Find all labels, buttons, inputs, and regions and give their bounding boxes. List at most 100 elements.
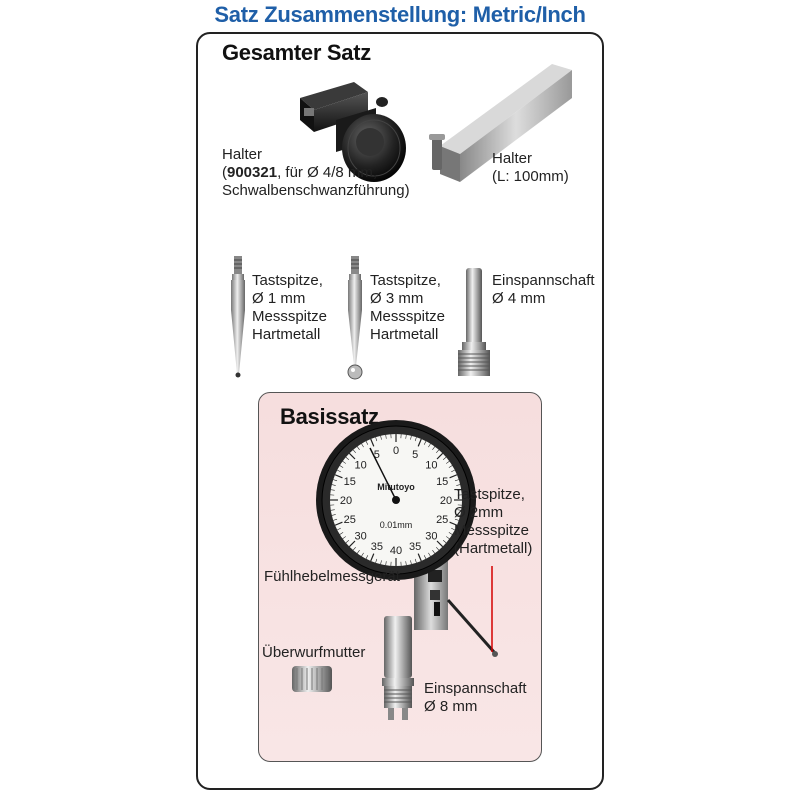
dial-tick xyxy=(417,438,422,447)
dial-tick xyxy=(436,452,444,460)
dial-number: 20 xyxy=(340,495,352,507)
dial-tick xyxy=(414,437,417,442)
dial-tick xyxy=(333,479,338,482)
dial-tick xyxy=(356,446,360,451)
dial-tick xyxy=(423,555,427,559)
dial-tick xyxy=(428,443,431,448)
shank-8mm-image xyxy=(382,616,414,720)
holder-bar-line2: (L: 100mm) xyxy=(492,168,569,185)
dial-tick xyxy=(451,527,455,531)
holder-clamp-line3: Schwalbenschwanzführung) xyxy=(222,182,410,199)
dial-number: 25 xyxy=(344,514,356,526)
dial-tick xyxy=(380,560,382,565)
dial-tick xyxy=(385,434,387,439)
dial-tick xyxy=(451,469,455,473)
dial-tick xyxy=(352,546,356,551)
holder-clamp-line2: (900321, für Ø 4/8 mm, xyxy=(222,164,410,182)
dial-hub xyxy=(392,496,400,504)
dial-ticks xyxy=(330,434,462,566)
tip-1mm-label: Tastspitze, Ø 1 mm Messspitze Hartmetall xyxy=(252,272,327,344)
dial-tick xyxy=(361,552,364,557)
dial-tick xyxy=(380,435,382,440)
tip-3mm-line2: Ø 3 mm xyxy=(370,290,424,307)
dial-tick xyxy=(448,465,453,468)
dial-number: 5 xyxy=(412,449,418,461)
dial-tick xyxy=(348,452,356,460)
dial-tick xyxy=(330,489,335,491)
dial-tick xyxy=(410,435,412,440)
dial-tick xyxy=(334,474,343,479)
dial-tick xyxy=(375,437,378,442)
shank-4mm-image xyxy=(458,268,490,376)
dial-tick xyxy=(457,509,462,511)
holder-clamp-line1: Halter xyxy=(222,146,263,163)
full-set-title: Gesamter Satz xyxy=(222,40,371,65)
holder-bar-image xyxy=(429,64,572,182)
holder-clamp-label: Halter (900321, für Ø 4/8 mm, Schwalbens… xyxy=(222,146,410,200)
dial-tick xyxy=(331,514,336,516)
holder-clamp-code: 900321 xyxy=(227,164,278,181)
dial-tick xyxy=(385,561,387,566)
tip-1mm-line4: Hartmetall xyxy=(252,326,321,343)
dial-tick xyxy=(449,474,458,479)
dial-number: 30 xyxy=(355,530,367,542)
dial-tick xyxy=(375,558,378,563)
dial-tick xyxy=(456,514,461,516)
dial-tick xyxy=(405,561,407,566)
dial-number: 25 xyxy=(436,514,448,526)
holder-bar-label: Halter (L: 100mm) xyxy=(492,150,569,186)
dial-tick xyxy=(352,449,356,454)
dial-tick xyxy=(331,484,336,486)
dial-tick xyxy=(345,456,350,460)
holder-clamp-image xyxy=(300,82,406,182)
dial-number: 15 xyxy=(344,476,356,488)
dial-tick xyxy=(442,540,447,544)
dial-tick xyxy=(342,460,347,464)
dial-number: 20 xyxy=(440,495,452,507)
tip-2mm-line2: Ø 2mm xyxy=(454,504,504,521)
dial-tick xyxy=(414,558,417,563)
dial-tick xyxy=(454,479,459,482)
dial-tick xyxy=(456,484,461,486)
dial-tick xyxy=(423,441,427,445)
dial-number: 10 xyxy=(425,460,437,472)
tip-1mm-line1: Tastspitze, xyxy=(252,272,323,289)
dial-tick xyxy=(339,465,344,468)
dial-tick xyxy=(405,434,407,439)
dial-tick xyxy=(417,553,422,562)
dial-tick xyxy=(370,438,375,447)
dial-number: 40 xyxy=(390,545,402,557)
dial-tick xyxy=(337,469,341,473)
dial-tick xyxy=(356,549,360,554)
dial-tick xyxy=(365,555,369,559)
holder-bar-line1: Halter xyxy=(492,150,533,167)
shank-8mm-line1: Einspannschaft xyxy=(424,680,527,697)
holder-clamp-paren: ( xyxy=(222,164,227,181)
dial-tick xyxy=(436,546,440,551)
tip-3mm-line3: Messspitze xyxy=(370,308,446,325)
dial-tick xyxy=(330,509,335,511)
dial-number: 30 xyxy=(425,530,437,542)
dial-tick xyxy=(436,540,444,548)
dial-tick xyxy=(334,521,343,526)
indicator-label: Fühlhebelmessgerät xyxy=(264,568,400,585)
dial-tick xyxy=(432,549,436,554)
dial-brand: Mitutoyo xyxy=(377,482,415,492)
dial-number: 35 xyxy=(371,541,383,553)
dial-tick xyxy=(445,536,450,540)
dial-needle xyxy=(369,447,397,501)
dial-tick xyxy=(457,489,462,491)
basic-set-title: Basissatz xyxy=(280,404,379,429)
dial-tick xyxy=(410,560,412,565)
dial-tick xyxy=(339,532,344,535)
dial-tick xyxy=(345,540,350,544)
dial-tick xyxy=(342,536,347,540)
shank-8mm-line2: Ø 8 mm xyxy=(424,698,478,715)
tip-2mm-line1: Tastspitze, xyxy=(454,486,525,503)
shank-8mm-label: Einspannschaft Ø 8 mm xyxy=(424,680,527,716)
dial-tick xyxy=(448,532,453,535)
nut-image xyxy=(292,666,332,692)
dial-tick xyxy=(370,553,375,562)
